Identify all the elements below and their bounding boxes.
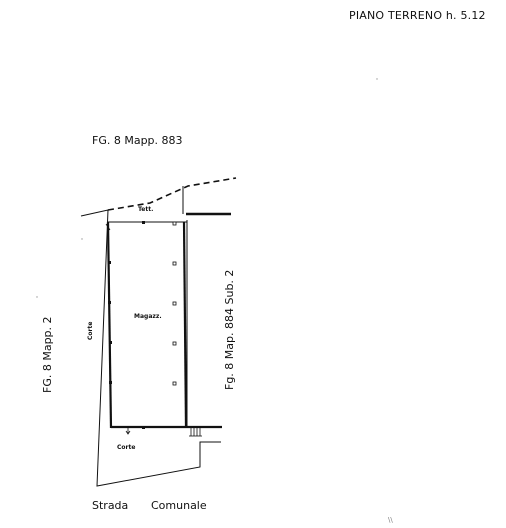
wall-nodes [108, 221, 145, 429]
page-title: PIANO TERRENO h. 5.12 [349, 9, 486, 22]
wall-left [106, 221, 113, 429]
speck [81, 238, 83, 240]
street-label-word2: Comunale [151, 499, 207, 512]
parcel-label-right: Fg. 8 Map. 884 Sub. 2 [223, 269, 236, 390]
street-label-word1: Strada [92, 499, 129, 512]
dashed-boundary [107, 177, 237, 211]
room-label-corte-side: Corte [87, 321, 94, 340]
speck [376, 78, 378, 80]
door-top-left [105, 223, 111, 231]
door-arrow-bottom [125, 427, 131, 435]
parcel-label-left: FG. 8 Mapp. 2 [41, 316, 54, 393]
room-label-corte-bottom: Corte [117, 444, 136, 451]
wall-right [182, 221, 188, 428]
parcel-label-top: FG. 8 Mapp. 883 [92, 134, 183, 147]
site-boundary-left [80, 209, 221, 487]
speck [36, 296, 38, 298]
room-label-tettoia: Tett. [138, 206, 154, 213]
corner-mark: \\ [388, 516, 393, 524]
column-markers [172, 221, 177, 386]
room-label-magazzino: Magazz. [134, 313, 162, 320]
step-detail [189, 428, 202, 437]
